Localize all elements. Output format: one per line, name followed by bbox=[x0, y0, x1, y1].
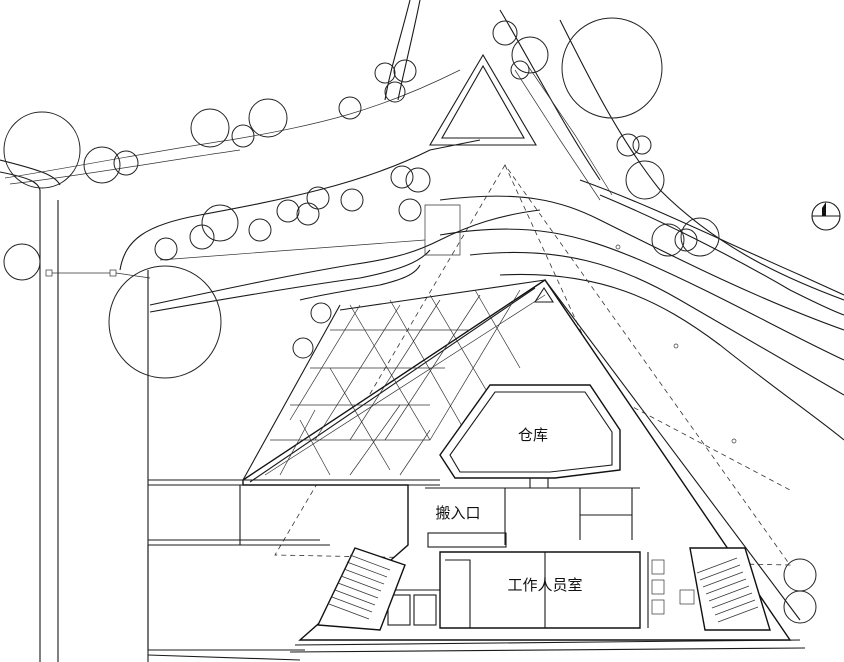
left-stair bbox=[316, 547, 406, 631]
left-annex bbox=[147, 479, 440, 651]
warehouse bbox=[439, 384, 621, 479]
warehouse-label: 仓库 bbox=[518, 426, 548, 444]
outer-base bbox=[147, 639, 806, 661]
staff-room-block bbox=[380, 551, 695, 629]
top-triangle bbox=[429, 53, 613, 201]
loading-entrance-zone bbox=[425, 478, 640, 548]
trees bbox=[3, 17, 817, 624]
right-stair bbox=[689, 547, 771, 631]
loading-entrance-label: 搬入口 bbox=[435, 504, 480, 522]
staff-room-label: 工作人员室 bbox=[507, 576, 582, 594]
north-arrow-icon bbox=[811, 201, 841, 231]
